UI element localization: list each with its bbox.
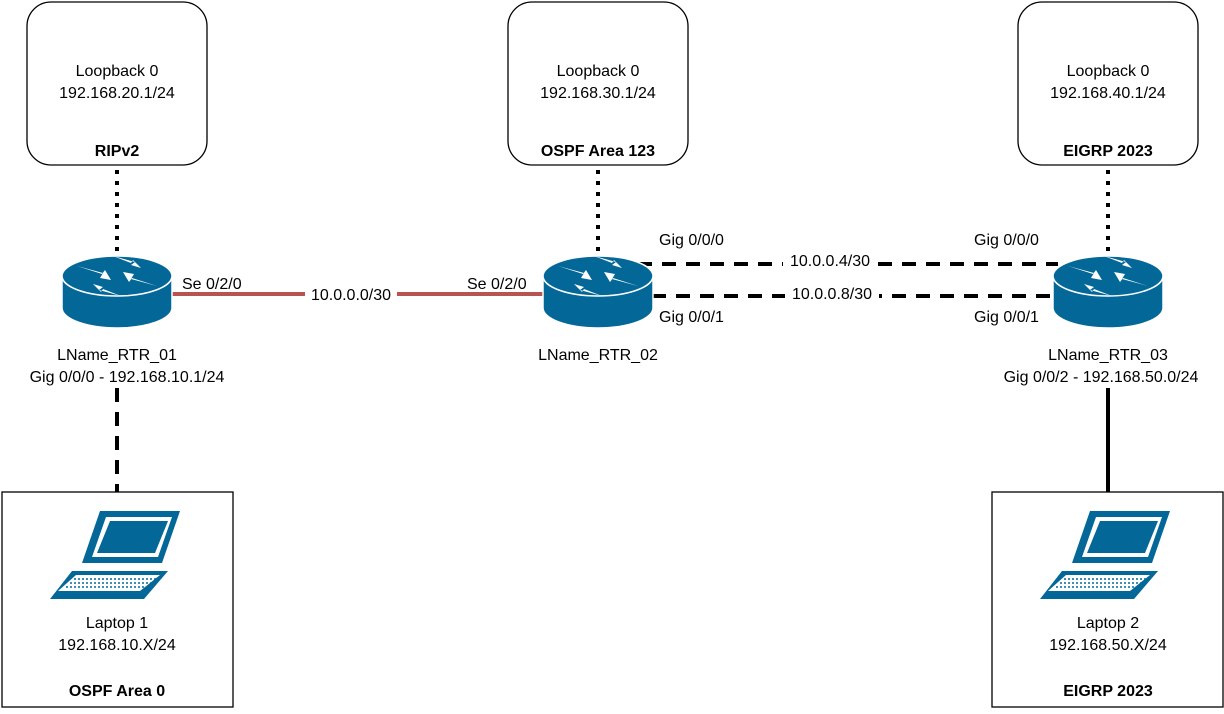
gig1-port-r2: Gig 0/0/1 (659, 309, 724, 326)
laptop-icon[interactable] (50, 511, 180, 599)
gig1-network-label-bg (785, 284, 879, 304)
loopback-box-r2[interactable] (507, 1, 689, 166)
router-icon[interactable] (61, 255, 173, 329)
loopback-address-r2: 192.168.30.1/24 (540, 85, 656, 102)
serial-network-label: 10.0.0.0/30 (311, 287, 391, 304)
loopback-label-r1: Loopback 0 (76, 63, 159, 80)
protocol-label-r3: EIGRP 2023 (1063, 143, 1153, 160)
protocol-label-l1: OSPF Area 0 (69, 683, 165, 700)
gig0-network-label: 10.0.0.4/30 (790, 253, 870, 270)
loopback-label-r2: Loopback 0 (557, 63, 640, 80)
laptop-icon[interactable] (1040, 511, 1170, 599)
gig0-port-r3: Gig 0/0/0 (974, 232, 1039, 249)
loopback-address-r3: 192.168.40.1/24 (1050, 85, 1166, 102)
router-name-r2: LName_RTR_02 (538, 347, 658, 364)
laptop-address-l2: 192.168.50.X/24 (1049, 637, 1167, 654)
router-icon[interactable] (542, 255, 654, 329)
laptop-name-l2: Laptop 2 (1077, 615, 1139, 632)
router-interface-r3: Gig 0/0/2 - 192.168.50.0/24 (1004, 369, 1199, 386)
laptop-address-l1: 192.168.10.X/24 (58, 637, 176, 654)
serial-port-r2: Se 0/2/0 (467, 276, 527, 293)
gig0-port-r2: Gig 0/0/0 (659, 232, 724, 249)
protocol-label-r2: OSPF Area 123 (541, 143, 655, 160)
router-name-r1: LName_RTR_01 (57, 347, 177, 364)
protocol-label-r1: RIPv2 (95, 143, 140, 160)
loopback-box-r1[interactable] (26, 1, 208, 166)
router-name-r3: LName_RTR_03 (1048, 347, 1168, 364)
serial-port-r1: Se 0/2/0 (182, 276, 242, 293)
laptop-name-l1: Laptop 1 (86, 615, 148, 632)
gig1-port-r3: Gig 0/0/1 (974, 309, 1039, 326)
loopback-box-r3[interactable] (1017, 1, 1199, 166)
gig0-network-label-bg (783, 250, 877, 270)
loopback-label-r3: Loopback 0 (1067, 63, 1150, 80)
router-icon[interactable] (1052, 255, 1164, 329)
router-interface-r1: Gig 0/0/0 - 192.168.10.1/24 (30, 369, 225, 386)
serial-network-label-bg (305, 284, 397, 304)
loopback-address-r1: 192.168.20.1/24 (59, 85, 175, 102)
gig1-network-label: 10.0.0.8/30 (792, 286, 872, 303)
protocol-label-l2: EIGRP 2023 (1063, 683, 1153, 700)
